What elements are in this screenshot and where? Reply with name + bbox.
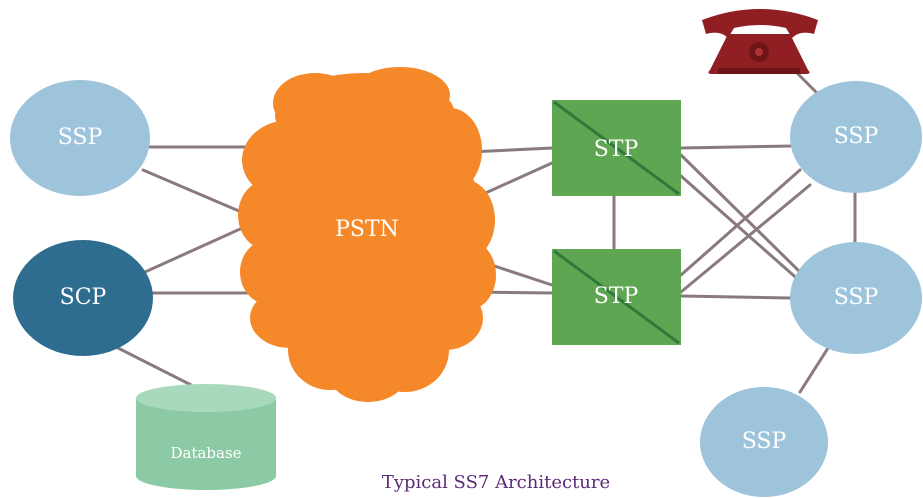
link-stp-top-to-ssp-right-middle: [679, 153, 802, 274]
stp-top-diagonal: [553, 100, 680, 196]
stp-node-bottom: STP: [552, 249, 681, 345]
diagram-caption: Typical SS7 Architecture: [382, 472, 610, 493]
ssp-right-bottom-label: SSP: [742, 429, 787, 454]
scp-label: SCP: [60, 285, 107, 310]
stp-bottom-diagonal: [553, 249, 680, 345]
scp-node: SCP: [13, 240, 153, 356]
stp-top-label: STP: [594, 137, 639, 162]
ssp-right-top-label: SSP: [834, 124, 879, 149]
ssp-node-right-middle: SSP: [790, 242, 922, 354]
database-label: Database: [170, 444, 241, 462]
pstn-cloud: [238, 67, 496, 402]
ssp-right-middle-label: SSP: [834, 285, 879, 310]
ssp-top-left-label: SSP: [58, 125, 103, 150]
links-group: [116, 64, 857, 394]
ssp-node-right-top: SSP: [790, 81, 922, 193]
stp-node-top: STP: [552, 100, 681, 196]
ssp-node-top-left: SSP: [10, 80, 150, 196]
link-stp-top-to-ssp-right-middle-2: [679, 174, 812, 292]
link-stp-top-to-ssp-right-top: [679, 144, 795, 150]
stp-bottom-label: STP: [594, 284, 639, 309]
pstn-label: PSTN: [335, 217, 399, 242]
telephone-icon: [702, 9, 818, 74]
link-stp-bottom-to-ssp-right-top: [679, 168, 802, 277]
link-stp-bottom-to-ssp-right-middle: [679, 294, 792, 300]
ssp-node-right-bottom: SSP: [700, 387, 828, 497]
database-node: Database: [136, 384, 276, 490]
link-pstn-to-stp-top: [468, 146, 554, 154]
link-ssp-right-middle-to-bottom: [798, 343, 832, 394]
link-stp-bottom-to-ssp-right-top-2: [679, 183, 812, 294]
